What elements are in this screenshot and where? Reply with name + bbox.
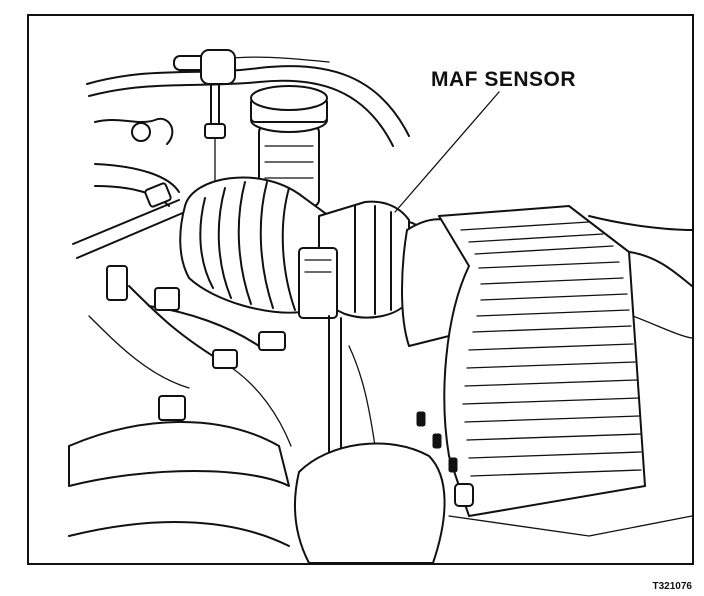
figure-code: T321076	[652, 581, 692, 592]
diagram-frame: MAF SENSOR	[27, 14, 694, 565]
throttle-rod	[72, 199, 186, 259]
intake-boot	[179, 176, 334, 314]
lower-hose-left	[68, 421, 290, 487]
left-bracket	[94, 117, 174, 145]
fluid-reservoir	[250, 85, 328, 207]
connector-plug	[106, 265, 128, 301]
top-hose-inner	[88, 79, 394, 147]
right-fender-line	[628, 251, 692, 287]
maf-sensor	[298, 200, 410, 319]
top-hose	[86, 65, 410, 137]
air-cleaner-housing	[438, 205, 646, 517]
wiring-harness	[88, 265, 376, 461]
maf-sensor-label: MAF SENSOR	[431, 68, 577, 91]
housing-clips	[416, 411, 474, 507]
callout-leader-line	[394, 91, 500, 213]
left-intake-hose	[94, 163, 180, 193]
maf-connector	[298, 247, 338, 319]
vacuum-tee-fitting	[173, 49, 236, 187]
lower-hose-right	[293, 442, 446, 563]
bolt-head	[131, 122, 151, 142]
engine-bay-illustration	[68, 49, 692, 563]
